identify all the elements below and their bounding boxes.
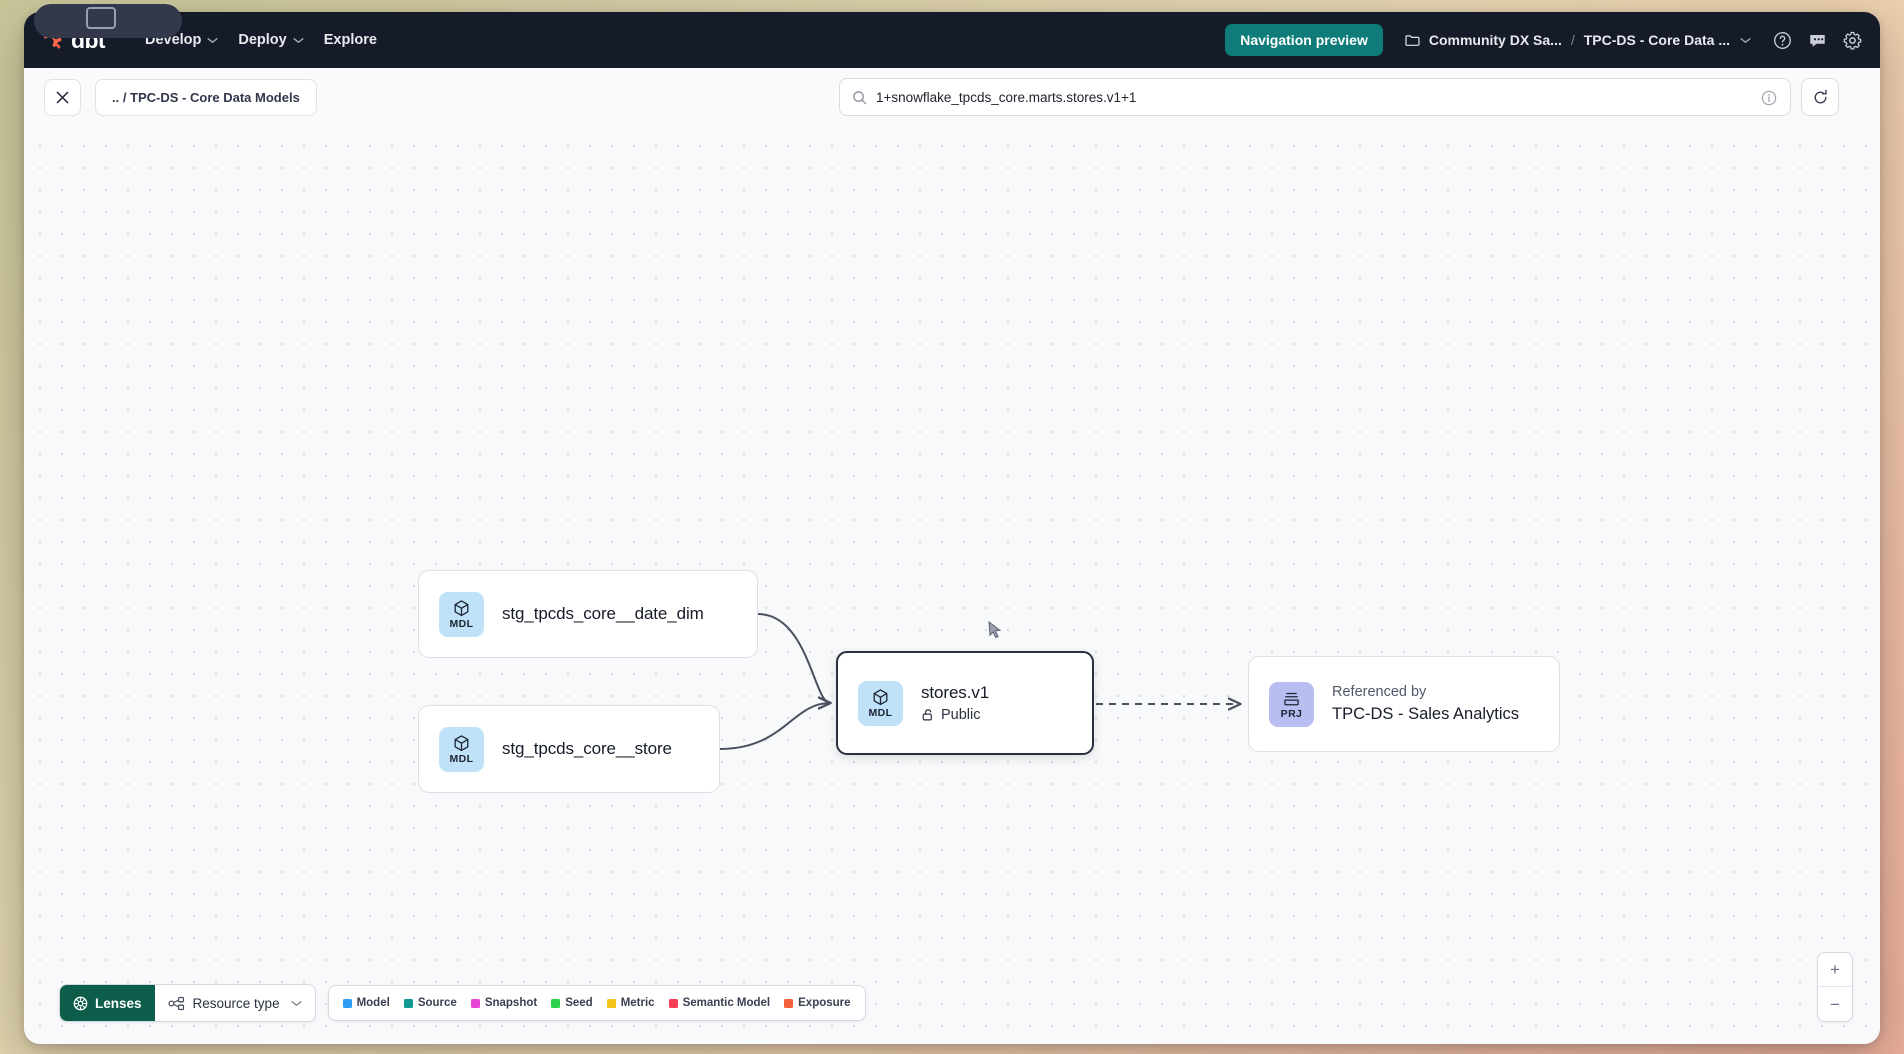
graph-edge-date-dim-to-stores — [757, 613, 830, 703]
node-eyebrow: Referenced by — [1332, 684, 1427, 700]
resource-type-filter[interactable]: Resource type — [154, 985, 315, 1021]
search-icon — [853, 90, 867, 104]
lens-icon — [73, 996, 88, 1010]
lineage-search-group — [839, 78, 1839, 116]
explore-toolbar: .. / TPC-DS - Core Data Models — [24, 68, 1880, 126]
node-access-label: Public — [941, 707, 981, 723]
folder-icon — [1405, 34, 1420, 46]
graph-node-stg-store[interactable]: MDL stg_tpcds_core__store — [418, 705, 720, 793]
refresh-icon — [1814, 89, 1827, 103]
legend-label: Source — [417, 997, 457, 1009]
legend-swatch — [470, 998, 480, 1008]
lenses-button[interactable]: Lenses — [60, 985, 155, 1021]
lineage-search-field[interactable] — [839, 78, 1791, 116]
resource-badge-project: PRJ — [1269, 681, 1314, 727]
project-layers-icon — [1284, 692, 1299, 705]
node-title: stg_tpcds_core__date_dim — [502, 604, 704, 623]
legend-label: Semantic Model — [682, 997, 771, 1009]
node-title: TPC-DS - Sales Analytics — [1332, 705, 1520, 723]
legend-swatch — [403, 998, 413, 1008]
account-breadcrumb: Community DX Sa... / TPC-DS - Core Data … — [1405, 32, 1751, 48]
legend-item-metric: Metric — [606, 997, 655, 1009]
lens-controls: Lenses Resource type — [59, 984, 866, 1022]
refresh-button[interactable] — [1801, 78, 1839, 116]
legend-swatch — [551, 998, 561, 1008]
legend-item-exposure: Exposure — [784, 997, 851, 1009]
legend-label: Metric — [620, 997, 655, 1009]
legend-item-snapshot: Snapshot — [470, 997, 538, 1009]
legend-item-seed: Seed — [551, 997, 593, 1009]
close-button[interactable] — [44, 78, 81, 116]
legend-label: Model — [356, 997, 390, 1009]
legend-label: Exposure — [798, 997, 851, 1009]
node-text-block: Referenced by TPC-DS - Sales Analytics — [1332, 683, 1519, 725]
graph-node-stores-v1[interactable]: MDL stores.v1 Public — [836, 651, 1094, 755]
resource-badge-label: PRJ — [1280, 707, 1303, 720]
graph-edge-store-to-stores — [719, 703, 830, 750]
node-text-block: stg_tpcds_core__date_dim — [502, 604, 704, 624]
legend-swatch — [784, 998, 794, 1008]
lineage-breadcrumb[interactable]: .. / TPC-DS - Core Data Models — [95, 78, 317, 116]
nav-link-deploy[interactable]: Deploy — [228, 25, 313, 55]
cube-icon — [454, 599, 469, 616]
resource-badge-label: MDL — [868, 706, 893, 719]
legend-swatch — [668, 998, 678, 1008]
graph-node-referenced-by-project[interactable]: PRJ Referenced by TPC-DS - Sales Analyti… — [1248, 656, 1560, 752]
graph-edge-layer — [719, 613, 1880, 750]
breadcrumb-account[interactable]: Community DX Sa... — [1428, 32, 1562, 48]
help-icon[interactable] — [1773, 31, 1792, 50]
top-navigation-bar: dbt Develop Deploy Explore Navigation pr… — [24, 12, 1880, 68]
resource-badge-label: MDL — [449, 752, 474, 765]
cube-icon — [454, 734, 469, 751]
zoom-in-button[interactable]: + — [1818, 953, 1852, 987]
zoom-controls: + − — [1817, 952, 1853, 1022]
lens-button-group: Lenses Resource type — [59, 984, 316, 1022]
node-access-row: Public — [921, 707, 989, 723]
browser-window: dbt Develop Deploy Explore Navigation pr… — [24, 12, 1880, 1044]
lock-open-icon — [922, 709, 932, 721]
feedback-icon[interactable] — [1808, 31, 1827, 50]
chevron-down-icon — [293, 37, 304, 43]
legend-item-semantic-model: Semantic Model — [668, 997, 771, 1009]
graph-node-stg-date-dim[interactable]: MDL stg_tpcds_core__date_dim — [418, 570, 758, 658]
zoom-out-button[interactable]: − — [1830, 994, 1840, 1014]
legend-label: Snapshot — [484, 997, 538, 1009]
resource-nodes-icon — [167, 996, 184, 1010]
legend-swatch — [342, 998, 352, 1008]
resource-type-filter-label: Resource type — [192, 995, 280, 1011]
resource-badge-model: MDL — [858, 680, 903, 726]
nav-link-deploy-label: Deploy — [238, 32, 287, 48]
nav-link-explore-label: Explore — [323, 32, 377, 48]
cube-icon — [873, 688, 888, 705]
node-title: stores.v1 — [921, 683, 990, 702]
node-text-block: stores.v1 Public — [921, 683, 989, 723]
breadcrumb-separator: / — [1570, 32, 1575, 48]
resource-badge-model: MDL — [439, 591, 484, 637]
nav-icon-group — [1773, 31, 1862, 50]
close-icon — [56, 91, 69, 103]
settings-gear-icon[interactable] — [1843, 31, 1862, 50]
resource-type-legend: Model Source Snapshot Seed — [327, 985, 866, 1021]
chevron-down-icon[interactable] — [1740, 37, 1751, 44]
node-text-block: stg_tpcds_core__store — [502, 739, 672, 759]
chevron-down-icon — [291, 1000, 302, 1006]
resource-badge-label: MDL — [449, 617, 474, 630]
search-input[interactable] — [876, 89, 1750, 105]
legend-label: Seed — [565, 997, 593, 1009]
browser-tab-icon — [86, 7, 116, 29]
nav-link-explore[interactable]: Explore — [314, 25, 387, 55]
breadcrumb-project[interactable]: TPC-DS - Core Data ... — [1583, 32, 1730, 48]
legend-item-model: Model — [342, 997, 390, 1009]
resource-badge-model: MDL — [439, 726, 484, 772]
lineage-graph-canvas[interactable]: MDL stg_tpcds_core__date_dim MDL stg_tpc… — [24, 126, 1880, 1044]
chevron-down-icon — [207, 37, 218, 43]
node-title: stg_tpcds_core__store — [502, 739, 672, 758]
browser-tab-notch[interactable] — [34, 4, 182, 38]
lenses-button-label: Lenses — [95, 995, 142, 1011]
info-circle-icon[interactable] — [1761, 90, 1777, 106]
legend-item-source: Source — [403, 997, 457, 1009]
legend-swatch — [606, 998, 616, 1008]
navigation-preview-button[interactable]: Navigation preview — [1225, 24, 1383, 56]
